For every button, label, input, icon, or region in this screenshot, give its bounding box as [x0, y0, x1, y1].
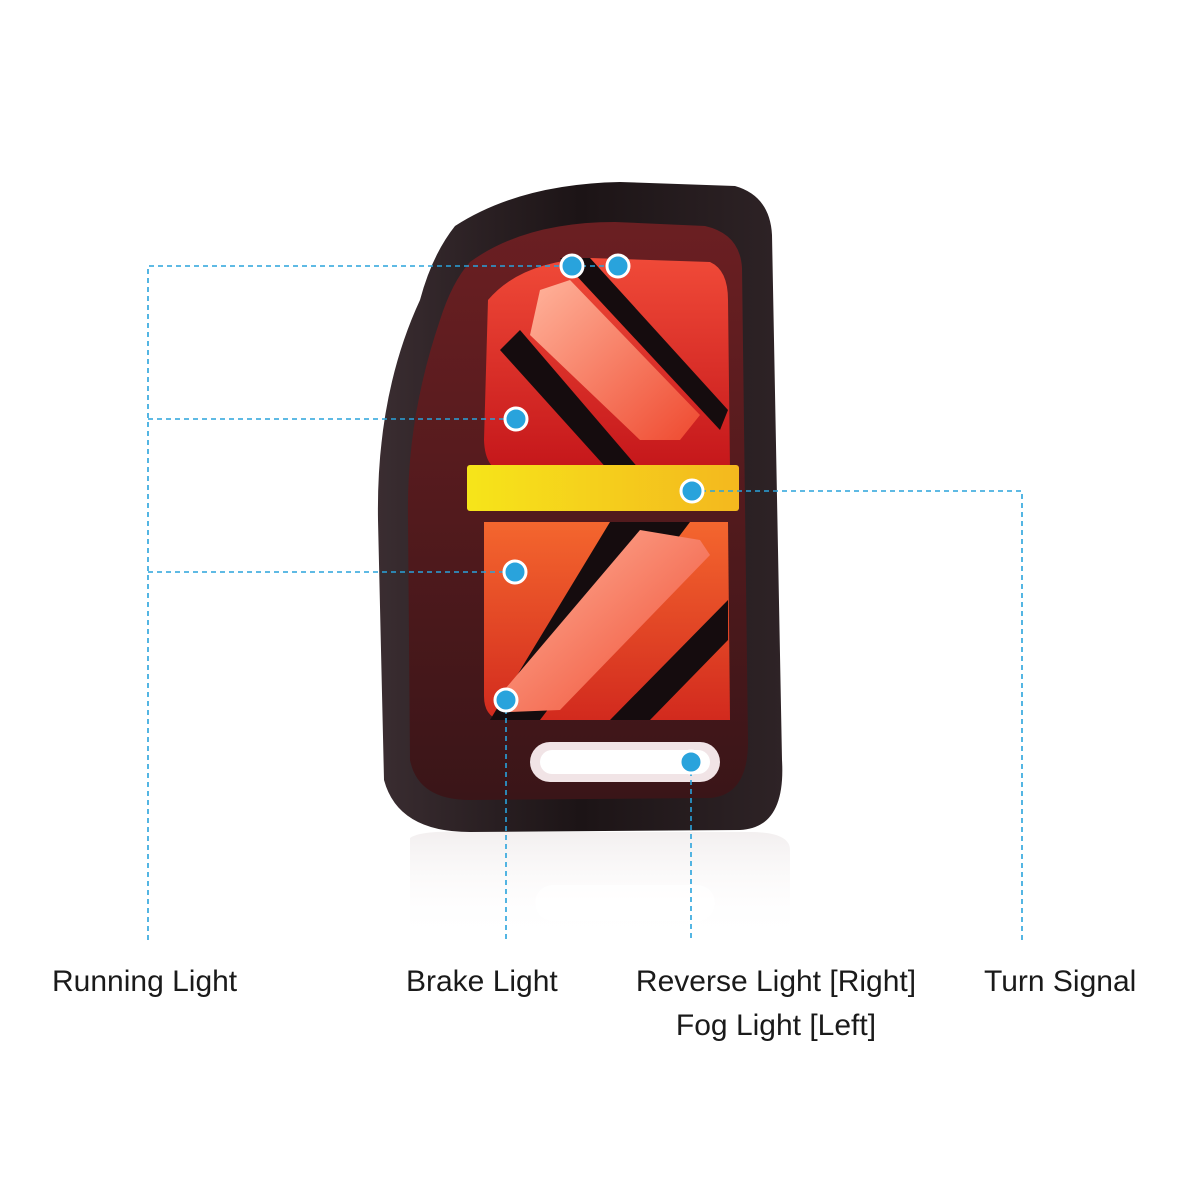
- running-light-leader: [147, 265, 572, 940]
- callout-dot-running-lower: [502, 559, 528, 585]
- brake-light-bar-bottom: [500, 530, 710, 712]
- reverse-fog-strip: [530, 742, 720, 782]
- callout-dot-running-top-left: [559, 253, 585, 279]
- running-light-label: Running Light: [52, 965, 238, 998]
- turn-signal-label: Turn Signal: [984, 965, 1137, 998]
- running-light-bottom-panel: [484, 522, 730, 720]
- callout-dot-brake: [493, 687, 519, 713]
- callout-dots: [493, 253, 705, 775]
- turn-signal-strip: [467, 465, 739, 511]
- callout-dot-running-top-right: [605, 253, 631, 279]
- fog-light-label: Fog Light [Left]: [675, 1009, 877, 1042]
- product-reflection: [410, 831, 790, 940]
- brake-light-label: Brake Light: [406, 965, 558, 998]
- turn-signal-leader: [692, 490, 1023, 940]
- callout-dot-running-middle: [503, 406, 529, 432]
- running-light-top-panel: [484, 258, 730, 472]
- brake-light-bar-top: [530, 280, 700, 440]
- reverse-light-label: Reverse Light [Right]: [635, 965, 917, 998]
- callout-dot-turn-signal: [679, 478, 705, 504]
- callout-dot-reverse-fog: [678, 749, 704, 775]
